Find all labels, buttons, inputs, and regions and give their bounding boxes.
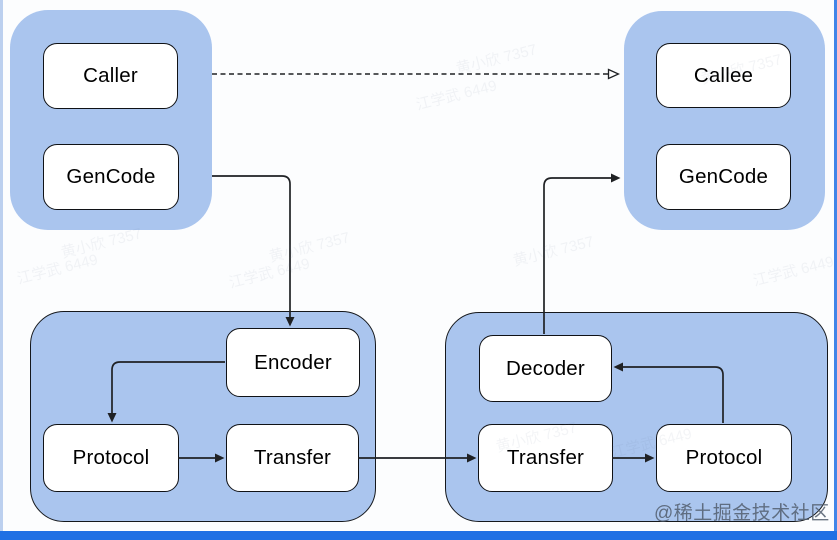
right-edge-stripe (834, 0, 837, 531)
group-server: Callee GenCode (624, 11, 825, 230)
node-gencode-server: GenCode (656, 144, 791, 210)
node-gencode-client: GenCode (43, 144, 179, 210)
node-protocol-client: Protocol (43, 424, 179, 492)
node-protocol-server: Protocol (656, 424, 792, 492)
edge-protocol-to-decoder (613, 362, 724, 423)
left-edge-stripe (0, 0, 3, 531)
node-callee: Callee (656, 43, 791, 108)
node-callee-label: Callee (693, 63, 754, 87)
node-caller-label: Caller (83, 64, 138, 87)
node-transfer-server-label: Transfer (506, 446, 585, 469)
bottom-accent-bar (0, 531, 837, 540)
node-gencode-client-label: GenCode (66, 165, 156, 188)
node-encoder: Encoder (226, 328, 360, 397)
group-decode: Decoder Transfer Protocol (445, 312, 828, 522)
community-watermark: @稀土掘金技术社区 (654, 503, 830, 524)
node-transfer-client-label: Transfer (253, 446, 332, 469)
node-caller: Caller (43, 43, 178, 109)
node-transfer-client: Transfer (226, 424, 359, 492)
group-encode: Encoder Protocol Transfer (30, 311, 376, 522)
node-gencode-server-label: GenCode (678, 165, 769, 188)
group-client: Caller GenCode (10, 10, 212, 230)
node-decoder: Decoder (479, 335, 612, 402)
node-decoder-label: Decoder (506, 356, 585, 380)
node-protocol-client-label: Protocol (72, 446, 150, 469)
edge-encoder-to-protocol (107, 361, 225, 423)
node-encoder-label: Encoder (254, 350, 332, 374)
edge-gencode-to-encoder (212, 175, 295, 327)
edge-decoder-to-gencode (543, 173, 621, 334)
node-transfer-server: Transfer (478, 424, 613, 492)
node-protocol-server-label: Protocol (685, 446, 763, 469)
